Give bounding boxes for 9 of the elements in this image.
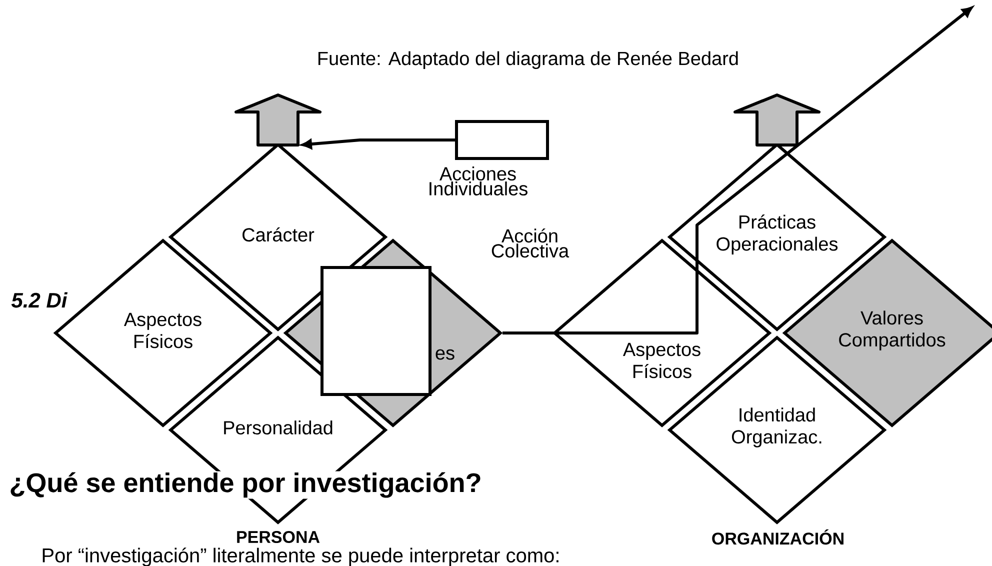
source-note: Fuente: Adaptado del diagrama de Renée Bedard: [318, 51, 738, 69]
question-heading: ¿Qué se entiende por investigación?: [10, 472, 480, 498]
empty-box: [320, 266, 432, 396]
block-arrow: [734, 94, 820, 146]
paragraph-text: Por “investigación” literalmente se puede interpretar como:: [42, 548, 558, 566]
block-arrow: [234, 94, 322, 146]
annotation-text: Acciones Individuales: [430, 166, 528, 196]
empty-box: [455, 120, 549, 160]
arrow: [502, 6, 972, 334]
